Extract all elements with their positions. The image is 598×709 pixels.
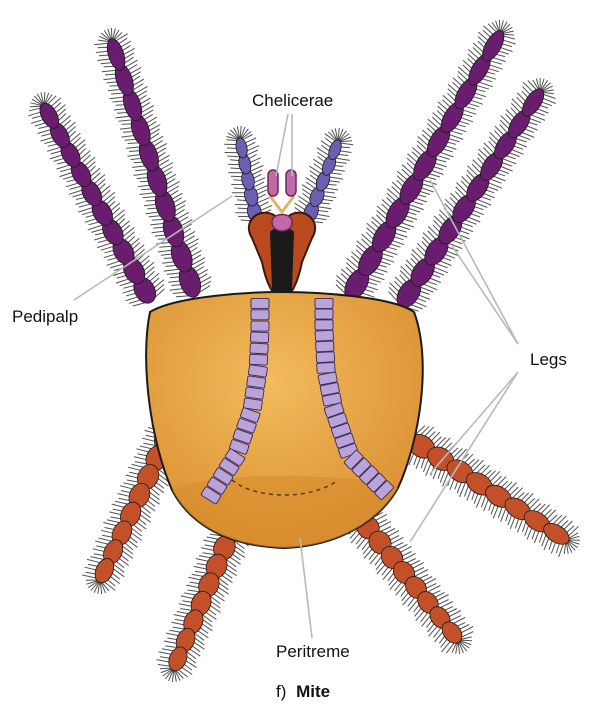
peritreme-right-plate [316,341,334,352]
label-legs: Legs [530,350,567,369]
peritreme-right-plate [315,309,333,319]
leader-chelicerae-left [276,114,288,176]
rear-leg-right-outer [404,426,580,557]
rear-leg-right-inner [349,511,473,654]
peritreme-right-plate [315,298,333,308]
leader-legs-front-2 [452,246,518,344]
peritreme-left-plate [250,343,268,354]
leader-legs-rear [430,372,518,474]
caption-prefix: f) [276,682,286,701]
peritreme-right-plate [315,320,333,330]
chelicerae [268,170,296,231]
pedipalp-left [224,126,272,223]
pedipalp-right [294,128,353,224]
peritreme-left-plate [247,376,266,389]
leader-peritreme [300,538,312,638]
label-chelicerae: Chelicerae [252,91,333,110]
peritreme-left-plate [251,310,269,320]
figure-caption: f) Mite [276,682,330,701]
peritreme-right-plate [316,352,334,363]
peritreme-left-plate [250,332,268,343]
peritreme-left-plate [249,354,267,365]
peritreme-left-plate [248,365,267,378]
caption-title: Mite [296,682,330,701]
label-pedipalp: Pedipalp [12,307,78,326]
peritreme-right-plate [315,330,333,341]
peritreme-right-plate [317,362,335,373]
peritreme-left-plate [251,299,269,309]
peritreme-left-plate [245,387,264,400]
label-peritreme: Peritreme [276,642,350,661]
body [146,292,423,548]
peritreme-left-plate [251,321,269,331]
